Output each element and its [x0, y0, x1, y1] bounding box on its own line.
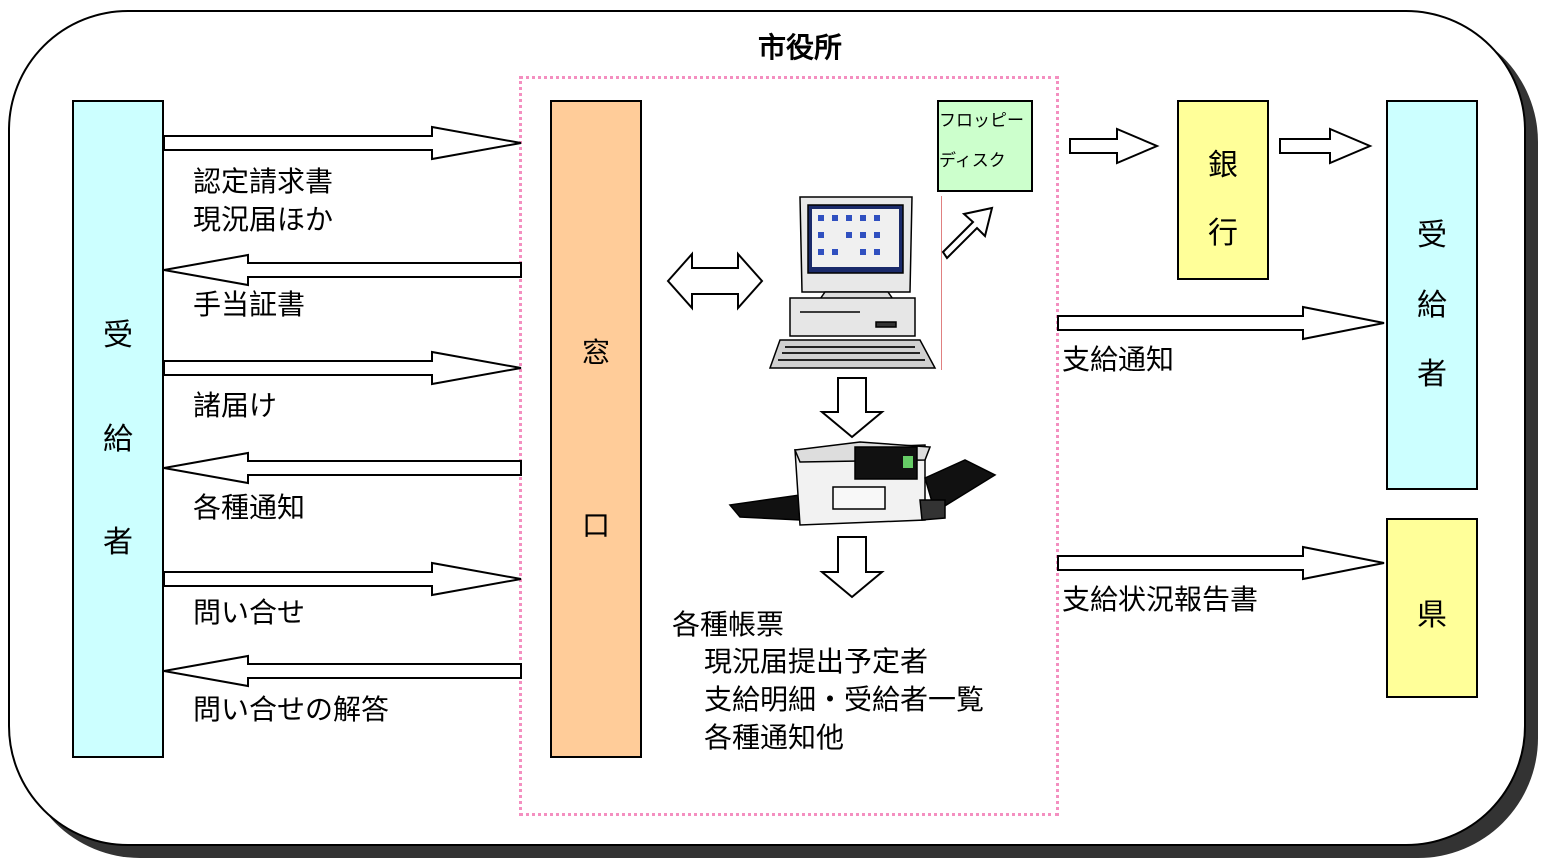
label-toiawase-kaito: 問い合せの解答: [193, 693, 390, 726]
label-nintei-1: 認定請求書: [193, 165, 334, 198]
floppy-label-line-1: フロッピー: [939, 111, 1024, 131]
bank-box: 銀 行: [1177, 100, 1269, 280]
bank-char-1: 銀: [1208, 148, 1238, 183]
arrow-shikyu-tsuchi: [1057, 305, 1385, 341]
label-kakushu-tsuchi: 各種通知: [193, 491, 306, 524]
arrow-floppy-bank: [1069, 127, 1160, 165]
arrow-window-computer-both: [666, 251, 764, 311]
arrow-tsuchi-left: [163, 451, 522, 485]
floppy-divider-line: [941, 196, 942, 370]
bank-char-2: 行: [1208, 216, 1238, 251]
right-recipient-char-3: 者: [1417, 357, 1447, 392]
reports-heading: 各種帳票: [672, 608, 785, 641]
computer-icon: [768, 196, 937, 369]
label-toiawase: 問い合せ: [193, 596, 306, 629]
floppy-label-line-2: ディスク: [939, 151, 1006, 171]
right-recipient-char-1: 受: [1417, 218, 1447, 253]
report-item-3: 各種通知他: [704, 721, 845, 754]
left-recipient-char-2: 給: [103, 422, 133, 457]
left-recipient-box: 受 給 者: [72, 100, 164, 758]
label-shikyu-houkoku: 支給状況報告書: [1062, 583, 1259, 616]
label-nintei-2: 現況届ほか: [193, 203, 334, 236]
arrow-toiawase-right: [163, 561, 522, 597]
arrow-kaito-left: [163, 654, 522, 688]
arrow-shikyu-houkoku: [1057, 545, 1385, 581]
window-char-2: 口: [581, 509, 610, 542]
arrow-computer-printer: [819, 377, 885, 439]
arrow-printer-reports: [819, 536, 885, 599]
report-item-1: 現況届提出予定者: [704, 645, 929, 678]
arrow-bank-recipient: [1279, 127, 1373, 165]
window-char-1: 窓: [581, 336, 610, 369]
report-item-2: 支給明細・受給者一覧: [704, 683, 985, 716]
right-recipient-box: 受 給 者: [1386, 100, 1478, 490]
arrow-shotodoke-right: [163, 350, 522, 386]
prefecture-box: 県: [1386, 518, 1478, 698]
label-shikyu-tsuchi: 支給通知: [1062, 343, 1175, 376]
city-hall-processing-zone: [519, 76, 1059, 816]
printer-icon: [728, 441, 997, 526]
label-shotodoke: 諸届け: [193, 389, 278, 422]
diagram-title: 市役所: [757, 31, 842, 64]
arrow-nintei-right: [163, 125, 522, 161]
arrow-teate-left: [163, 253, 522, 287]
window-box: 窓 口: [550, 100, 642, 758]
right-recipient-char-2: 給: [1417, 288, 1447, 323]
left-recipient-char-1: 受: [103, 318, 133, 353]
arrow-computer-floppy: [941, 206, 994, 260]
label-teate-shosho: 手当証書: [193, 288, 306, 321]
prefecture-label: 県: [1417, 598, 1447, 633]
left-recipient-char-3: 者: [103, 525, 133, 560]
floppy-disk-box: フロッピー ディスク: [937, 100, 1033, 192]
